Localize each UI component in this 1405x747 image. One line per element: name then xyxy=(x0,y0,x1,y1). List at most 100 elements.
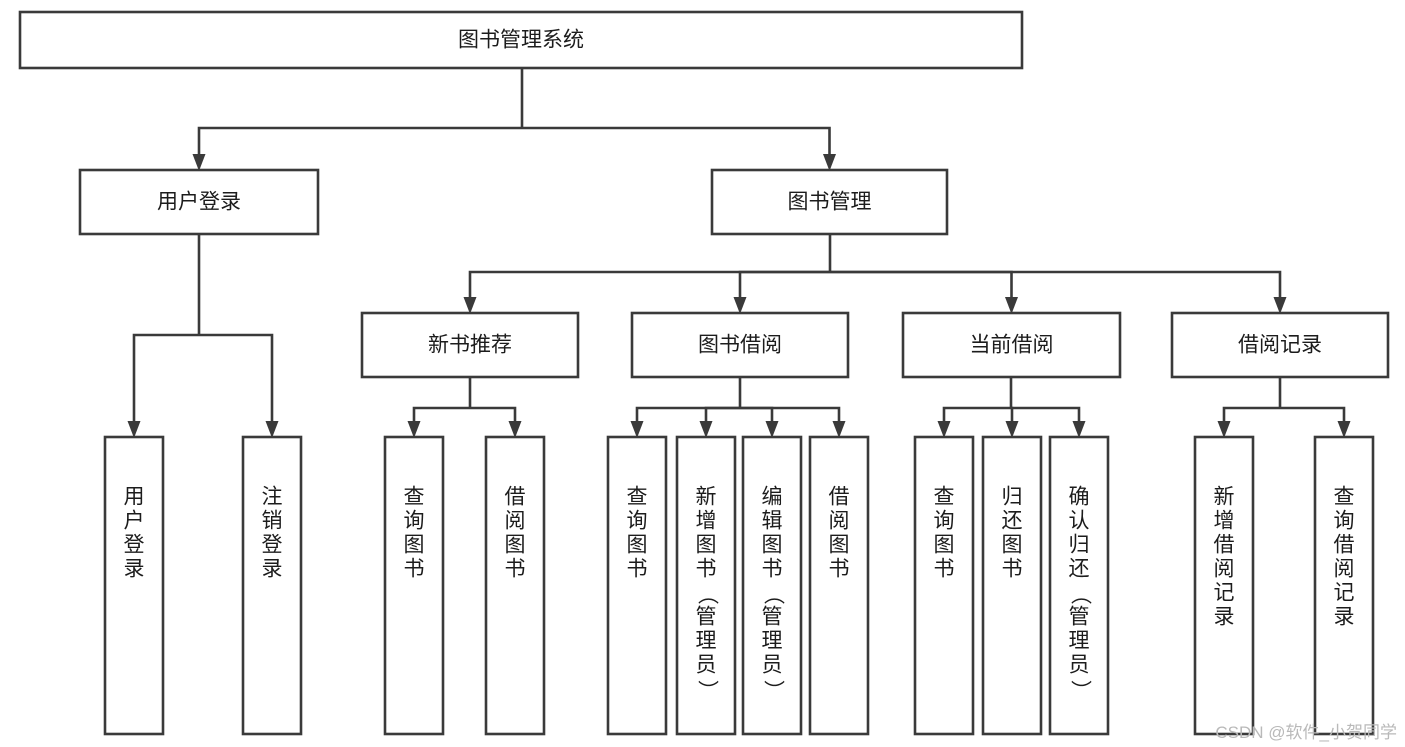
node-leaf-query-book-2[interactable]: 查询图书查询图书 xyxy=(606,435,668,736)
arrow-head-icon xyxy=(1337,421,1351,438)
node-box-leaf-return-book[interactable] xyxy=(981,435,1043,736)
node-label-root: 图书管理系统 xyxy=(458,29,584,52)
node-book-manage[interactable]: 图书管理 xyxy=(710,168,949,236)
node-box-leaf-query-book-1[interactable] xyxy=(383,435,445,736)
node-leaf-borrow-book-1[interactable]: 借阅图书借阅图书 xyxy=(484,435,546,736)
node-root[interactable]: 图书管理系统 xyxy=(18,10,1024,70)
node-label-book-manage: 图书管理 xyxy=(788,191,872,214)
arrow-head-icon xyxy=(192,154,206,171)
connector-root-to-user-login xyxy=(192,126,522,171)
node-leaf-query-record[interactable]: 查询借阅记录查询借阅记录 xyxy=(1313,435,1375,736)
node-label-char: 理 xyxy=(1069,630,1090,653)
node-label-char: 借 xyxy=(829,486,850,509)
node-box-new-book-rec[interactable] xyxy=(360,311,580,379)
connector-user-login-to-leaf-user-login xyxy=(127,333,199,438)
node-leaf-add-record[interactable]: 新增借阅记录新增借阅记录 xyxy=(1193,435,1255,736)
node-new-book-rec[interactable]: 新书推荐 xyxy=(360,311,580,379)
node-box-current-borrow[interactable] xyxy=(901,311,1122,379)
connector-segment xyxy=(1010,406,1014,422)
connector-segment xyxy=(830,270,1013,298)
node-box-root[interactable] xyxy=(18,10,1024,70)
connector-layer xyxy=(127,68,1351,438)
node-label-char: 录 xyxy=(124,558,145,581)
connector-segment xyxy=(468,270,830,298)
connector-segment xyxy=(830,270,1282,298)
node-leaf-query-book-3[interactable]: 查询图书查询图书 xyxy=(913,435,975,736)
node-label-char: ） xyxy=(761,680,784,701)
node-borrow-record[interactable]: 借阅记录 xyxy=(1170,311,1390,379)
node-leaf-logout[interactable]: 注销登录注销登录 xyxy=(241,435,303,736)
node-label-char: 阅 xyxy=(829,510,850,533)
node-label-char: 还 xyxy=(1002,510,1023,533)
node-label-char: 增 xyxy=(1214,510,1235,533)
node-book-borrow[interactable]: 图书借阅 xyxy=(630,311,850,379)
node-box-leaf-user-login[interactable] xyxy=(103,435,165,736)
arrow-head-icon xyxy=(765,421,779,438)
connector-segment xyxy=(740,406,774,422)
connector-book-borrow-to-leaf-edit-book xyxy=(740,406,779,438)
node-box-book-borrow[interactable] xyxy=(630,311,850,379)
node-label-char: 询 xyxy=(1334,510,1355,533)
node-label-book-borrow: 图书借阅 xyxy=(698,334,782,357)
arrow-head-icon xyxy=(463,297,477,314)
node-box-leaf-add-record[interactable] xyxy=(1193,435,1255,736)
node-box-borrow-record[interactable] xyxy=(1170,311,1390,379)
node-box-leaf-borrow-book-2[interactable] xyxy=(808,435,870,736)
arrow-head-icon xyxy=(1273,297,1287,314)
node-label-char: 图 xyxy=(762,534,783,557)
arrow-head-icon xyxy=(127,421,141,438)
node-box-book-manage[interactable] xyxy=(710,168,949,236)
node-box-leaf-query-record[interactable] xyxy=(1313,435,1375,736)
node-label-char: 确 xyxy=(1069,486,1090,509)
node-label-char: 注 xyxy=(262,486,283,509)
node-label-char: ） xyxy=(695,680,718,701)
node-label-char: 图 xyxy=(505,534,526,557)
node-box-user-login[interactable] xyxy=(78,168,320,236)
node-user-login[interactable]: 用户登录 xyxy=(78,168,320,236)
node-label-char: 归 xyxy=(1069,534,1090,557)
node-label-char: 查 xyxy=(404,486,425,509)
node-label-char: 书 xyxy=(934,558,955,581)
node-label-borrow-record: 借阅记录 xyxy=(1238,334,1322,357)
node-label-char: 阅 xyxy=(1334,558,1355,581)
node-label-char: 阅 xyxy=(505,510,526,533)
node-label-char: （ xyxy=(695,584,718,605)
arrow-head-icon xyxy=(407,421,421,438)
node-label-char: 增 xyxy=(696,510,717,533)
connector-current-borrow-to-leaf-return-book xyxy=(1005,406,1019,438)
node-label-char: 归 xyxy=(1002,486,1023,509)
node-box-leaf-edit-book[interactable] xyxy=(741,435,803,736)
connector-segment xyxy=(1280,406,1346,422)
node-leaf-borrow-book-2[interactable]: 借阅图书借阅图书 xyxy=(808,435,870,736)
node-box-leaf-query-book-3[interactable] xyxy=(913,435,975,736)
node-label-char: 户 xyxy=(124,510,145,533)
arrow-head-icon xyxy=(832,421,846,438)
node-box-leaf-add-book[interactable] xyxy=(675,435,737,736)
connector-segment xyxy=(412,406,470,422)
arrow-head-icon xyxy=(699,421,713,438)
node-label-current-borrow: 当前借阅 xyxy=(970,334,1054,357)
node-label-char: 图 xyxy=(627,534,648,557)
connector-borrow-record-to-leaf-add-record xyxy=(1217,406,1280,438)
node-current-borrow[interactable]: 当前借阅 xyxy=(901,311,1122,379)
node-box-leaf-logout[interactable] xyxy=(241,435,303,736)
node-leaf-query-book-1[interactable]: 查询图书查询图书 xyxy=(383,435,445,736)
node-label-char: 销 xyxy=(262,510,283,533)
node-box-leaf-confirm-return[interactable] xyxy=(1048,435,1110,736)
node-label-char: 管 xyxy=(696,606,717,629)
node-label-char: 用 xyxy=(124,486,145,509)
node-label-char: 借 xyxy=(1334,534,1355,557)
connector-segment xyxy=(1011,406,1081,422)
connector-current-borrow-to-leaf-confirm-return xyxy=(1011,406,1086,438)
node-box-leaf-query-book-2[interactable] xyxy=(606,435,668,736)
node-leaf-user-login[interactable]: 用户登录用户登录 xyxy=(103,435,165,736)
node-box-leaf-borrow-book-1[interactable] xyxy=(484,435,546,736)
node-label-char: 借 xyxy=(505,486,526,509)
arrow-head-icon xyxy=(733,297,747,314)
node-label-char: 书 xyxy=(762,558,783,581)
connector-new-book-rec-to-leaf-query-book-1 xyxy=(407,406,470,438)
node-leaf-return-book[interactable]: 归还图书归还图书 xyxy=(981,435,1043,736)
